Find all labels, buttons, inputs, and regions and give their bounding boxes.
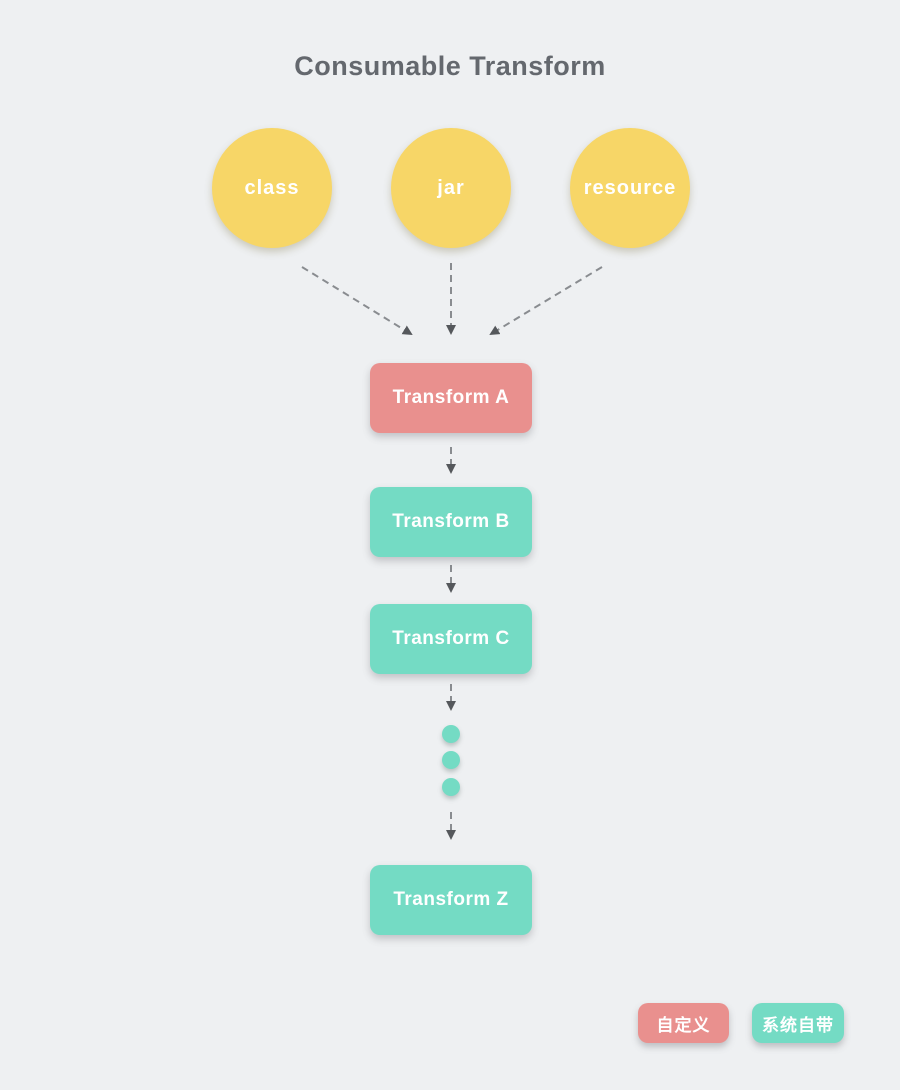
ellipsis-dot: [442, 725, 460, 743]
legend-system-badge: 系统自带: [752, 1003, 844, 1043]
source-node-label: resource: [583, 176, 677, 199]
diagram-title: Consumable Transform: [294, 51, 606, 81]
transform-node-a: Transform A: [370, 363, 532, 433]
transform-node-label: Transform B: [392, 511, 510, 532]
source-node-class: class: [212, 128, 332, 248]
source-node-label: class: [244, 176, 300, 199]
transform-node-z: Transform Z: [370, 865, 532, 935]
arrow-resource-to-transform-a: [489, 266, 603, 336]
transform-node-label: Transform A: [392, 387, 510, 408]
source-node-resource: resource: [570, 128, 690, 248]
transform-node-label: Transform Z: [393, 889, 509, 910]
transform-node-label: Transform C: [392, 628, 510, 649]
legend-system-label: 系统自带: [762, 1015, 834, 1035]
source-node-jar: jar: [391, 128, 511, 248]
transform-node-c: Transform C: [370, 604, 532, 674]
source-node-label: jar: [437, 176, 465, 199]
legend-custom-badge: 自定义: [638, 1003, 729, 1043]
ellipsis-dot: [442, 751, 460, 769]
arrow-class-to-transform-a: [301, 266, 413, 336]
legend-custom-label: 自定义: [656, 1015, 711, 1035]
ellipsis-dot: [442, 778, 460, 796]
transform-node-b: Transform B: [370, 487, 532, 557]
